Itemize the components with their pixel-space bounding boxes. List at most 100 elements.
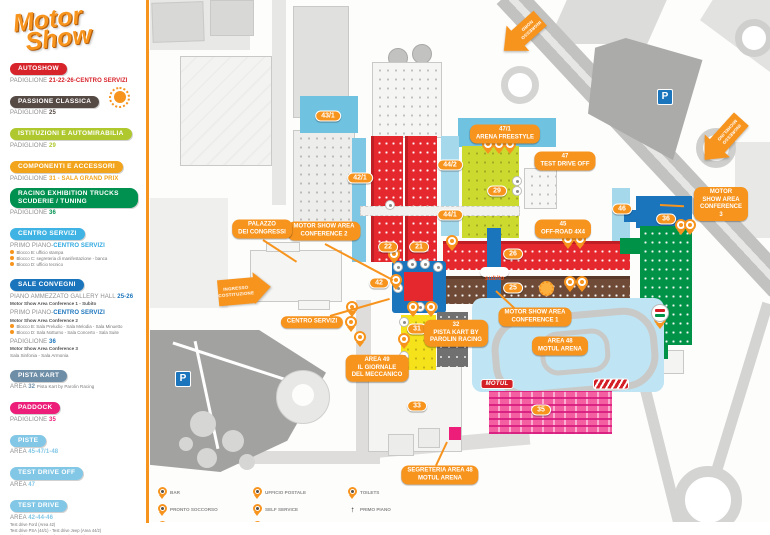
parking-area-north xyxy=(588,38,703,160)
section-badge[interactable]: PISTE xyxy=(10,434,47,447)
label-pista-kart: 32 PISTA KART BY PAROLIN RACING xyxy=(424,319,488,347)
sponsor-logo-green-pavilion xyxy=(651,304,669,322)
label-centro-servizi: CENTRO SERVIZI xyxy=(280,316,344,328)
section-badge[interactable]: TEST DRIVE OFF xyxy=(10,467,84,480)
section-badge[interactable]: SALE CONVEGNI xyxy=(10,278,84,291)
bullet-icon xyxy=(10,262,14,267)
pavilion-prefix: PADIGLIONE xyxy=(10,110,48,117)
pavilion-prefix: PADIGLIONE xyxy=(10,142,48,149)
legend-label: UFFICIO POSTALE xyxy=(265,489,307,495)
palazzo-congressi-building xyxy=(298,300,330,310)
section-badge[interactable]: ISTITUZIONI E AUTOMIRABILIA xyxy=(10,128,132,141)
service-icon xyxy=(420,259,430,269)
section-badge[interactable]: RACING EXHIBITION TRUCKS SCUDERIE / TUNI… xyxy=(10,187,138,208)
map-pin-icon xyxy=(576,276,588,288)
sidebar-section-pista-kart: PISTA KART AREA 32 Pista Kart by Parolin… xyxy=(10,369,95,391)
map-pin-icon xyxy=(398,333,410,345)
map-pin-icon xyxy=(407,301,419,313)
wing-sponsor-logo xyxy=(593,378,629,390)
legend-label: PRIMO PIANO xyxy=(360,506,391,512)
label-segreteria-48: SEGRETERIA AREA 48 MOTUL ARENA xyxy=(401,465,479,485)
pavilion-badge-29: 29 xyxy=(487,185,507,197)
legend-label: SELF SERVICE xyxy=(265,506,299,512)
area-badge-43-1: 43/1 xyxy=(315,110,341,122)
area-prefix: AREA xyxy=(10,482,27,488)
arrow-head-icon xyxy=(252,270,273,305)
motor-show-logo: Motor Show xyxy=(11,1,126,55)
service-icon xyxy=(512,176,522,186)
area-badge-46: 46 xyxy=(612,203,632,215)
section-badge[interactable]: TEST DRIVE xyxy=(10,500,68,513)
note-line: Blocco D: Sala Notturno - Sala Concerto … xyxy=(10,330,138,335)
pavilion-value: 25 xyxy=(49,110,56,117)
bullet-icon xyxy=(10,324,14,328)
label-arena-freestyle: 47/1 ARENA FREESTYLE xyxy=(469,124,541,144)
area-42-1-strip xyxy=(352,138,366,262)
pavilion-badge-26: 26 xyxy=(503,248,523,260)
pavilion-prefix: PADIGLIONE xyxy=(10,175,48,182)
pavilion-22 xyxy=(371,136,403,206)
area-note: Pista Kart by Parolin Racing xyxy=(36,384,95,390)
city-block xyxy=(150,198,228,308)
sidebar-divider xyxy=(146,0,149,523)
legend-item-toilets: TOILETS xyxy=(348,484,448,501)
area-badge-44-2: 44/2 xyxy=(437,159,463,171)
pavilion-value: 36 xyxy=(49,210,56,217)
area-prefix: AREA xyxy=(10,384,27,391)
service-icon xyxy=(433,262,443,272)
label-palazzo-congressi: PALAZZO DEI CONGRESSI xyxy=(232,219,292,239)
bar-icon xyxy=(158,486,167,499)
section-badge[interactable]: PADDOCK xyxy=(10,402,61,415)
section-badge[interactable]: PISTA KART xyxy=(10,369,68,382)
tree xyxy=(179,437,193,451)
map-pin-icon xyxy=(446,235,458,247)
service-tower-building xyxy=(372,62,442,138)
note-line: Test drive PSA (44/1) - Test drive Jeep … xyxy=(10,527,102,533)
pavilion-36-wing xyxy=(620,238,640,254)
subito-logo-text: subito xyxy=(484,275,505,282)
building-roof xyxy=(210,0,254,36)
pavilion-33-annex xyxy=(418,428,440,448)
sidebar-section-piste: PISTE AREA 45-47/1-48 xyxy=(10,434,59,456)
sidebar-section-paddock: PADDOCK PADIGLIONE 35 xyxy=(10,396,146,423)
paddock-35 xyxy=(489,391,612,434)
section-badge[interactable]: CENTRO SERVIZI xyxy=(10,228,85,241)
tree xyxy=(190,411,216,437)
toilets-icon xyxy=(348,486,357,499)
hall-building xyxy=(293,130,355,230)
label-area-49: AREA 49 IL GIORNALE DEL MECCANICO xyxy=(345,354,409,382)
pavilion-badge-25: 25 xyxy=(503,282,523,294)
label-conference-3: MOTOR SHOW AREA CONFERENCE 3 xyxy=(693,187,749,221)
ingresso-costituzione-arrow: INGRESSO COSTITUZIONE xyxy=(216,270,273,308)
tree xyxy=(239,454,255,470)
road xyxy=(272,0,286,205)
legend-label: PRONTO SOCCORSO xyxy=(170,506,218,512)
pavilion-26 xyxy=(443,241,630,270)
section-badge[interactable]: AUTOSHOW xyxy=(10,63,67,76)
note-line: Blocco C: segreteria di manifestazione -… xyxy=(10,256,138,261)
section-badge[interactable]: COMPONENTI E ACCESSORI xyxy=(10,160,124,173)
area-prefix: AREA xyxy=(10,514,27,521)
pavilion-value: 21-22-26-CENTRO SERVIZI xyxy=(49,77,128,84)
floor-prefix: PRIMO PIANO- xyxy=(10,242,54,249)
area-prefix: AREA xyxy=(10,449,27,456)
sidebar-section-test-drive: TEST DRIVE AREA 42-44-46 Test drive Ford… xyxy=(10,494,146,535)
round-building-notch xyxy=(292,384,314,406)
parking-icon: P xyxy=(657,89,673,105)
section-badge[interactable]: PASSIONE CLASSICA xyxy=(10,95,100,108)
sidebar-section-test-drive-off: TEST DRIVE OFF AREA 47 xyxy=(10,461,146,488)
service-icon xyxy=(407,259,417,269)
passione-classica-rosette-icon xyxy=(539,281,554,296)
pavilion-21-south xyxy=(405,216,437,262)
tree xyxy=(197,448,217,468)
ingresso-costituzione-label: INGRESSO COSTITUZIONE xyxy=(218,284,255,298)
pavilion-prefix: PADIGLIONE xyxy=(10,77,48,84)
pavilion-badge-21: 21 xyxy=(409,241,429,253)
conference-note: Motor Show Area Conference 3 xyxy=(10,346,78,351)
pavilion-22-south xyxy=(371,216,403,262)
pavilion-21 xyxy=(405,136,437,206)
sidebar-section-autoshow: AUTOSHOW PADIGLIONE 21-22-26-CENTRO SERV… xyxy=(10,57,146,84)
sidebar-section-sale-convegni: SALE CONVEGNI PIANO AMMEZZATO GALLERY HA… xyxy=(10,273,146,358)
area-46-strip xyxy=(612,188,630,247)
